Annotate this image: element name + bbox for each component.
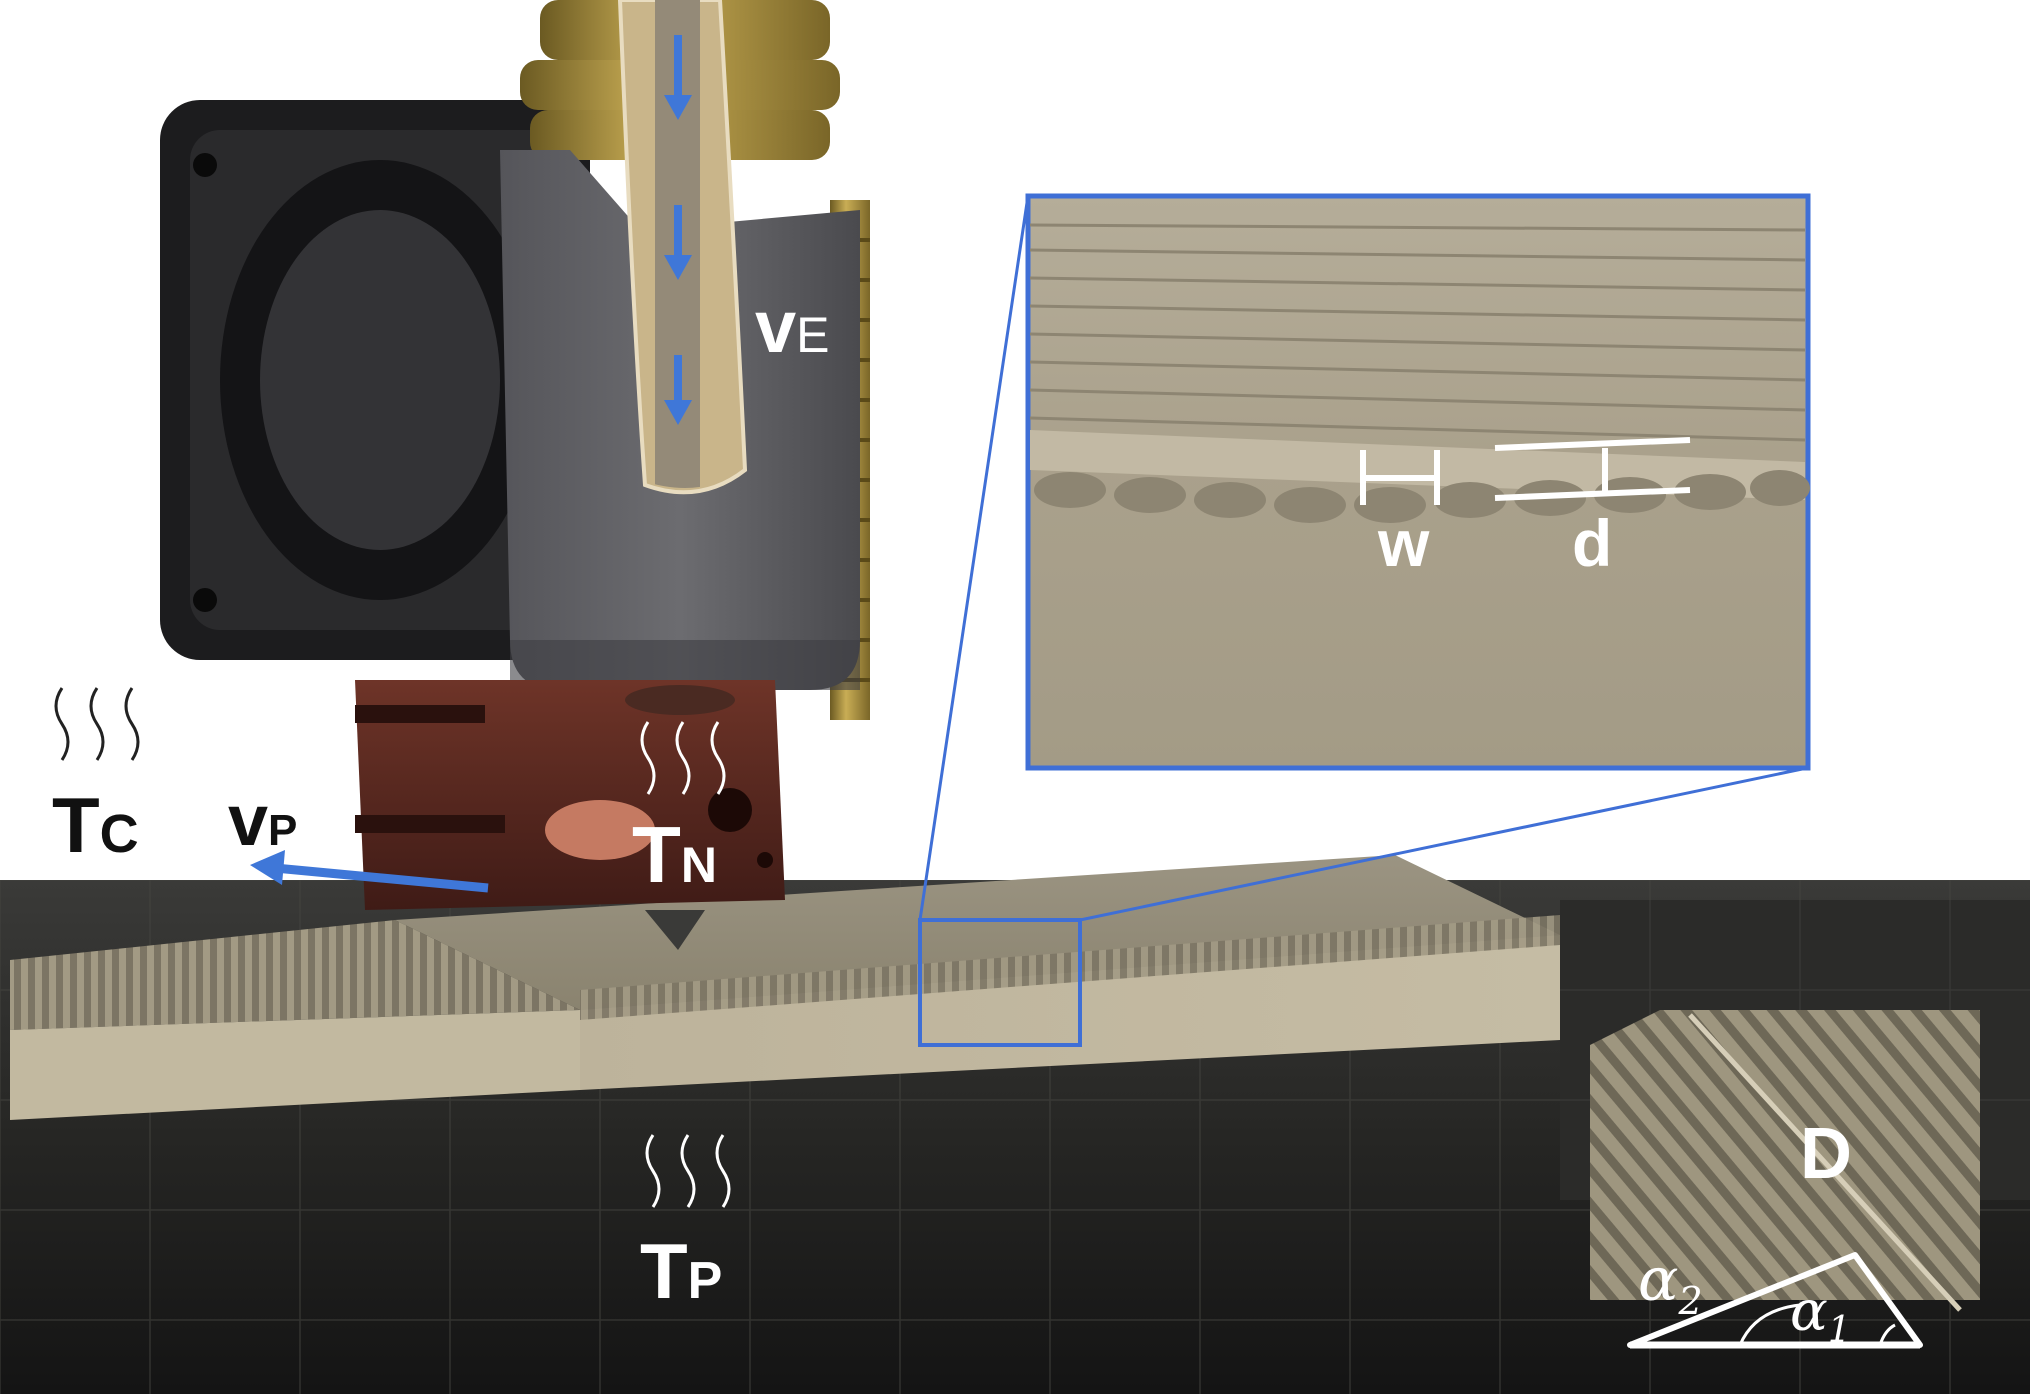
zoomed-bead-row: [1034, 470, 1810, 523]
label-extrusion-speed: vE: [755, 285, 830, 368]
down-arrow-icon: [664, 355, 692, 425]
down-arrow-icon: [664, 35, 692, 120]
label-nozzle-temp: TN: [632, 810, 717, 899]
label-chamber-temp: TC: [52, 781, 139, 869]
extrusion-flow-arrows: [664, 35, 692, 425]
heat-waves-icon: [640, 721, 726, 795]
label-layer-spacing: d: [1572, 506, 1612, 580]
infill-pattern-inset: [1590, 1010, 1980, 1349]
heat-waves-icon: [54, 687, 140, 761]
print-direction-arrow: [250, 850, 489, 893]
label-raster-width: w: [1377, 506, 1430, 580]
heat-waves-icon: [645, 1134, 731, 1208]
label-density: D: [1800, 1114, 1852, 1194]
label-angle-2: α2: [1638, 1245, 1703, 1323]
label-angle-1: α1: [1790, 1279, 1851, 1351]
cooling-fan: [160, 100, 590, 660]
printed-part: [10, 855, 1560, 1120]
zoom-callout: [918, 193, 1811, 1047]
label-print-speed: vP: [228, 781, 297, 861]
down-arrow-icon: [664, 205, 692, 280]
raster-width-marker: [1360, 450, 1440, 505]
label-platform-temp: TP: [640, 1227, 722, 1315]
layer-spacing-marker: [1494, 437, 1691, 501]
zoomed-raster-lines: [1029, 223, 1806, 442]
